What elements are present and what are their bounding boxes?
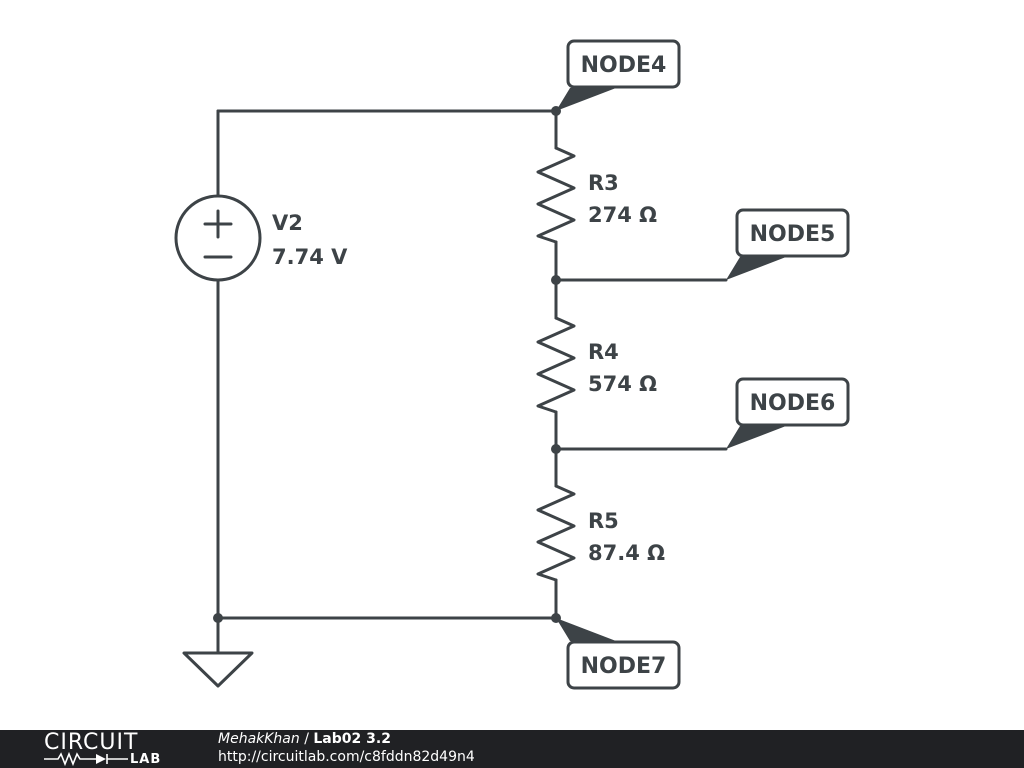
r3-value: 274 Ω: [588, 203, 657, 227]
source-circle: [174, 194, 262, 282]
node6-text: NODE6: [750, 391, 836, 416]
r5-name: R5: [588, 509, 619, 533]
source-plus-icon: [203, 209, 233, 239]
r4-name: R4: [588, 340, 619, 364]
node-flag-pointer: [556, 618, 616, 641]
node-label-node6[interactable]: NODE6: [726, 377, 850, 449]
node-box: [735, 377, 850, 427]
circuit-schematic: V2 7.74 V R3 274 Ω R4 574 Ω R5 87.4 Ω NO…: [174, 39, 850, 690]
v2-name: V2: [272, 211, 303, 235]
circuit-url[interactable]: http://circuitlab.com/c8fddn82d49n4: [218, 749, 475, 765]
voltage-source-v2[interactable]: [174, 194, 262, 282]
footer-bar: CIRCUIT LAB MehakKhan / Lab02 3.2 http:/…: [0, 730, 1024, 768]
node-flag-pointer: [726, 426, 786, 449]
node-flag-pointer: [556, 88, 616, 111]
circuit-title[interactable]: Lab02 3.2: [313, 731, 391, 747]
r3-name: R3: [588, 171, 619, 195]
node-box: [566, 640, 681, 690]
r5-value: 87.4 Ω: [588, 541, 665, 565]
ground-icon: [182, 651, 254, 688]
resistor-r5[interactable]: [536, 484, 576, 582]
logo-lab-text: LAB: [130, 752, 162, 767]
title-separator: /: [299, 731, 314, 747]
node5-text: NODE5: [750, 222, 836, 247]
resistor-r4[interactable]: [536, 316, 576, 414]
circuitlab-logo[interactable]: CIRCUIT LAB: [44, 732, 174, 768]
node-flag-pointer: [726, 257, 786, 280]
author-link[interactable]: MehakKhan: [218, 731, 300, 747]
node4-text: NODE4: [581, 53, 667, 78]
resistor-r3[interactable]: [536, 146, 576, 244]
node7-text: NODE7: [581, 654, 667, 679]
circuit-title-line: MehakKhan / Lab02 3.2: [218, 731, 391, 748]
junction-dot: [213, 613, 223, 623]
node-label-node7[interactable]: NODE7: [556, 618, 681, 690]
node-box: [566, 39, 681, 89]
junction-dot: [551, 275, 561, 285]
v2-value: 7.74 V: [272, 245, 348, 269]
node-label-node4[interactable]: NODE4: [556, 39, 681, 111]
logo-circuit-text: CIRCUIT: [44, 730, 139, 755]
node-label-node5[interactable]: NODE5: [726, 208, 850, 280]
logo-resistor-diode-icon: [44, 752, 128, 766]
node-box: [735, 208, 850, 258]
junction-dot: [551, 444, 561, 454]
r4-value: 574 Ω: [588, 372, 657, 396]
junctions: [213, 106, 561, 623]
